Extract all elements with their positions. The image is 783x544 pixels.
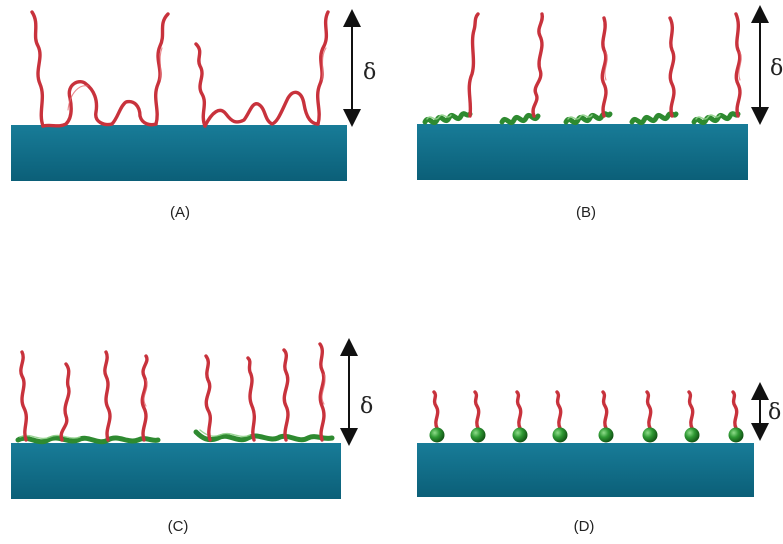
panel-c-caption: (C)	[167, 518, 189, 535]
end-grafted-chains-d	[432, 390, 739, 430]
delta-label-b: δ	[770, 56, 783, 81]
loops-and-tails-a	[30, 10, 330, 128]
substrate-a	[11, 125, 347, 181]
panel-c	[11, 338, 358, 499]
tail-chains-b	[467, 12, 742, 118]
anchor-blocks-b	[422, 111, 741, 126]
delta-label-c: δ	[360, 394, 374, 419]
panel-b	[417, 5, 769, 180]
delta-label-a: δ	[363, 60, 377, 85]
anchor-backbones-c	[15, 429, 335, 445]
panel-b-caption: (B)	[576, 204, 596, 221]
delta-label-d: δ	[768, 400, 782, 425]
panel-a	[11, 9, 361, 181]
substrate-c	[11, 443, 341, 499]
panel-d-caption: (D)	[573, 518, 595, 535]
panel-d	[417, 382, 769, 497]
anchor-groups-d	[429, 427, 744, 443]
substrate-d	[417, 443, 754, 497]
panel-a-caption: (A)	[170, 204, 190, 221]
substrate-b	[417, 124, 748, 180]
tail-chains-c	[19, 342, 326, 442]
